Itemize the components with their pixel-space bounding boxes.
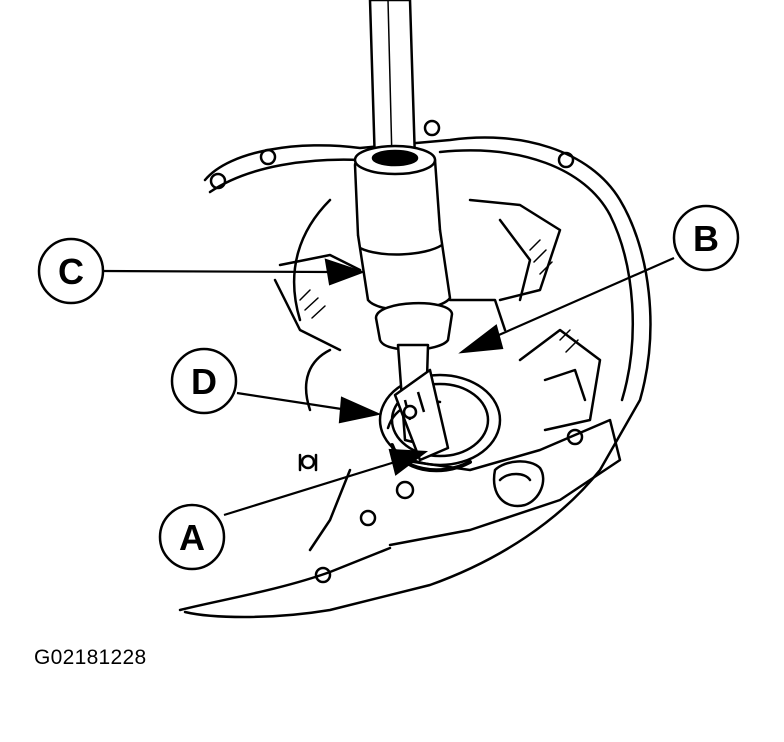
callout-c: C xyxy=(37,237,105,305)
callout-a-label: A xyxy=(179,517,205,558)
leader-lines xyxy=(102,256,675,517)
leader-line-a xyxy=(223,460,396,517)
arrowhead-a xyxy=(388,448,429,476)
leader-line-b xyxy=(491,256,675,340)
callout-c-label: C xyxy=(58,251,84,292)
callout-b-label: B xyxy=(693,218,719,259)
arrowhead-d xyxy=(338,396,382,424)
leader-line-c xyxy=(102,269,331,274)
figure-id: G02181228 xyxy=(34,646,147,669)
callout-b: B xyxy=(672,204,740,272)
callout-d-label: D xyxy=(191,361,217,402)
arrowhead-c xyxy=(324,258,366,286)
leader-line-d xyxy=(236,391,349,412)
callout-a: A xyxy=(158,503,226,571)
arrowhead-b xyxy=(458,324,504,354)
installer-tool xyxy=(353,0,454,462)
callout-d: D xyxy=(170,347,238,415)
transmission-case xyxy=(178,119,652,619)
